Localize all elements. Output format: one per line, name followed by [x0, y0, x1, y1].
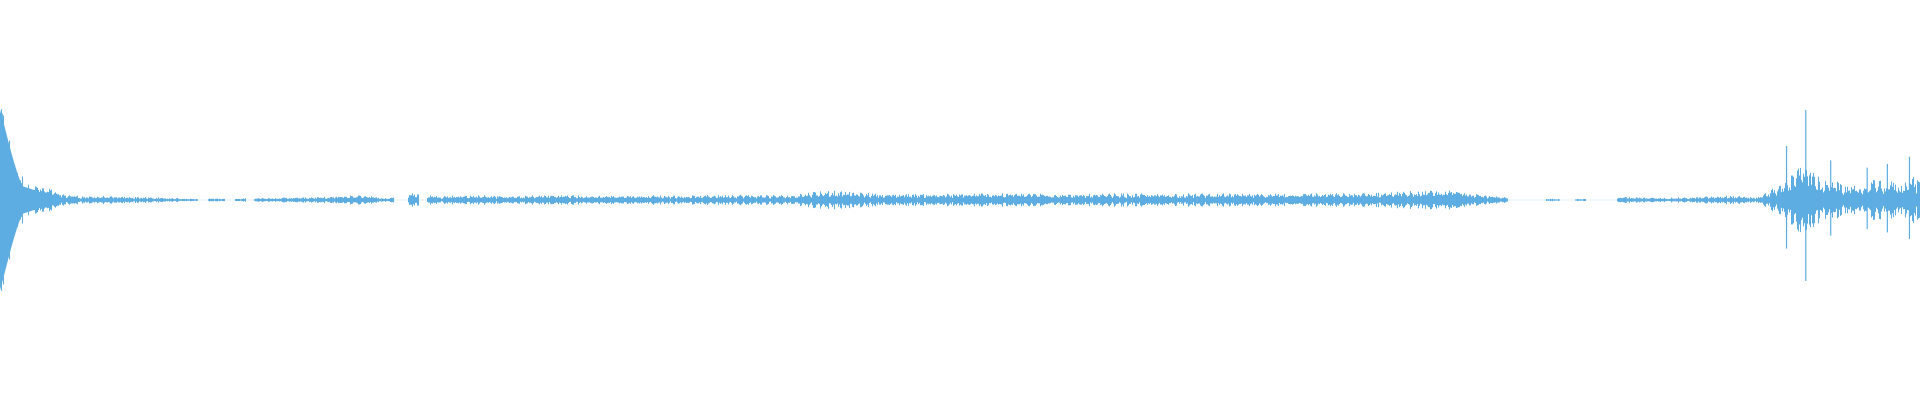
waveform-samples — [0, 109, 1920, 291]
waveform-onset — [0, 110, 40, 290]
